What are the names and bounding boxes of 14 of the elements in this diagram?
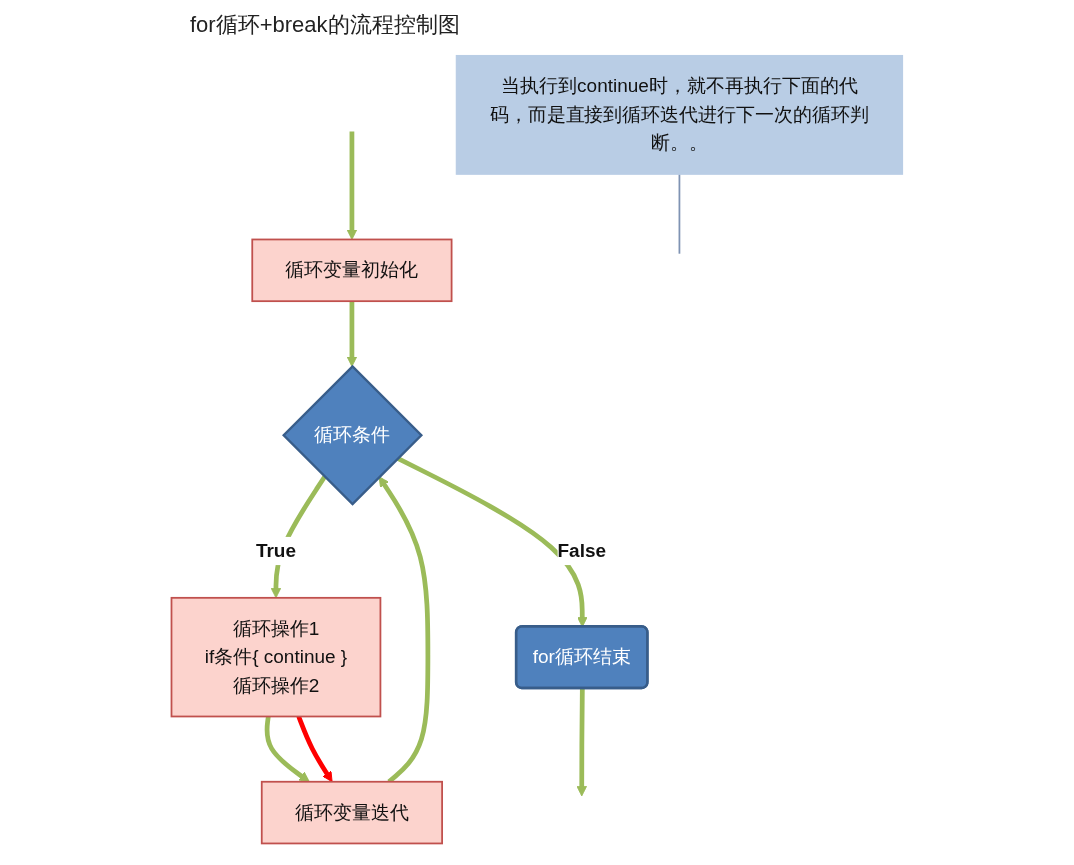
node-box: 循环操作1 if条件{ continue } 循环操作2 [170, 596, 382, 718]
node-diamond: 循环条件 [282, 364, 423, 506]
node-box: 当执行到continue时，就不再执行下面的代码，而是直接到循环迭代进行下一次的循环判断。。 [455, 54, 904, 175]
arrow [576, 688, 587, 797]
arrow [346, 131, 358, 240]
arrow [346, 301, 358, 367]
edge-label: True [255, 540, 297, 561]
node-box: 循环变量迭代 [260, 780, 443, 845]
arrow [296, 715, 333, 783]
arrow [264, 716, 310, 783]
diagram-title: for循环+break的流程控制图 [190, 11, 460, 39]
connector [678, 173, 681, 255]
edge-label: False [557, 540, 607, 561]
node-box: 循环变量初始化 [251, 238, 453, 303]
